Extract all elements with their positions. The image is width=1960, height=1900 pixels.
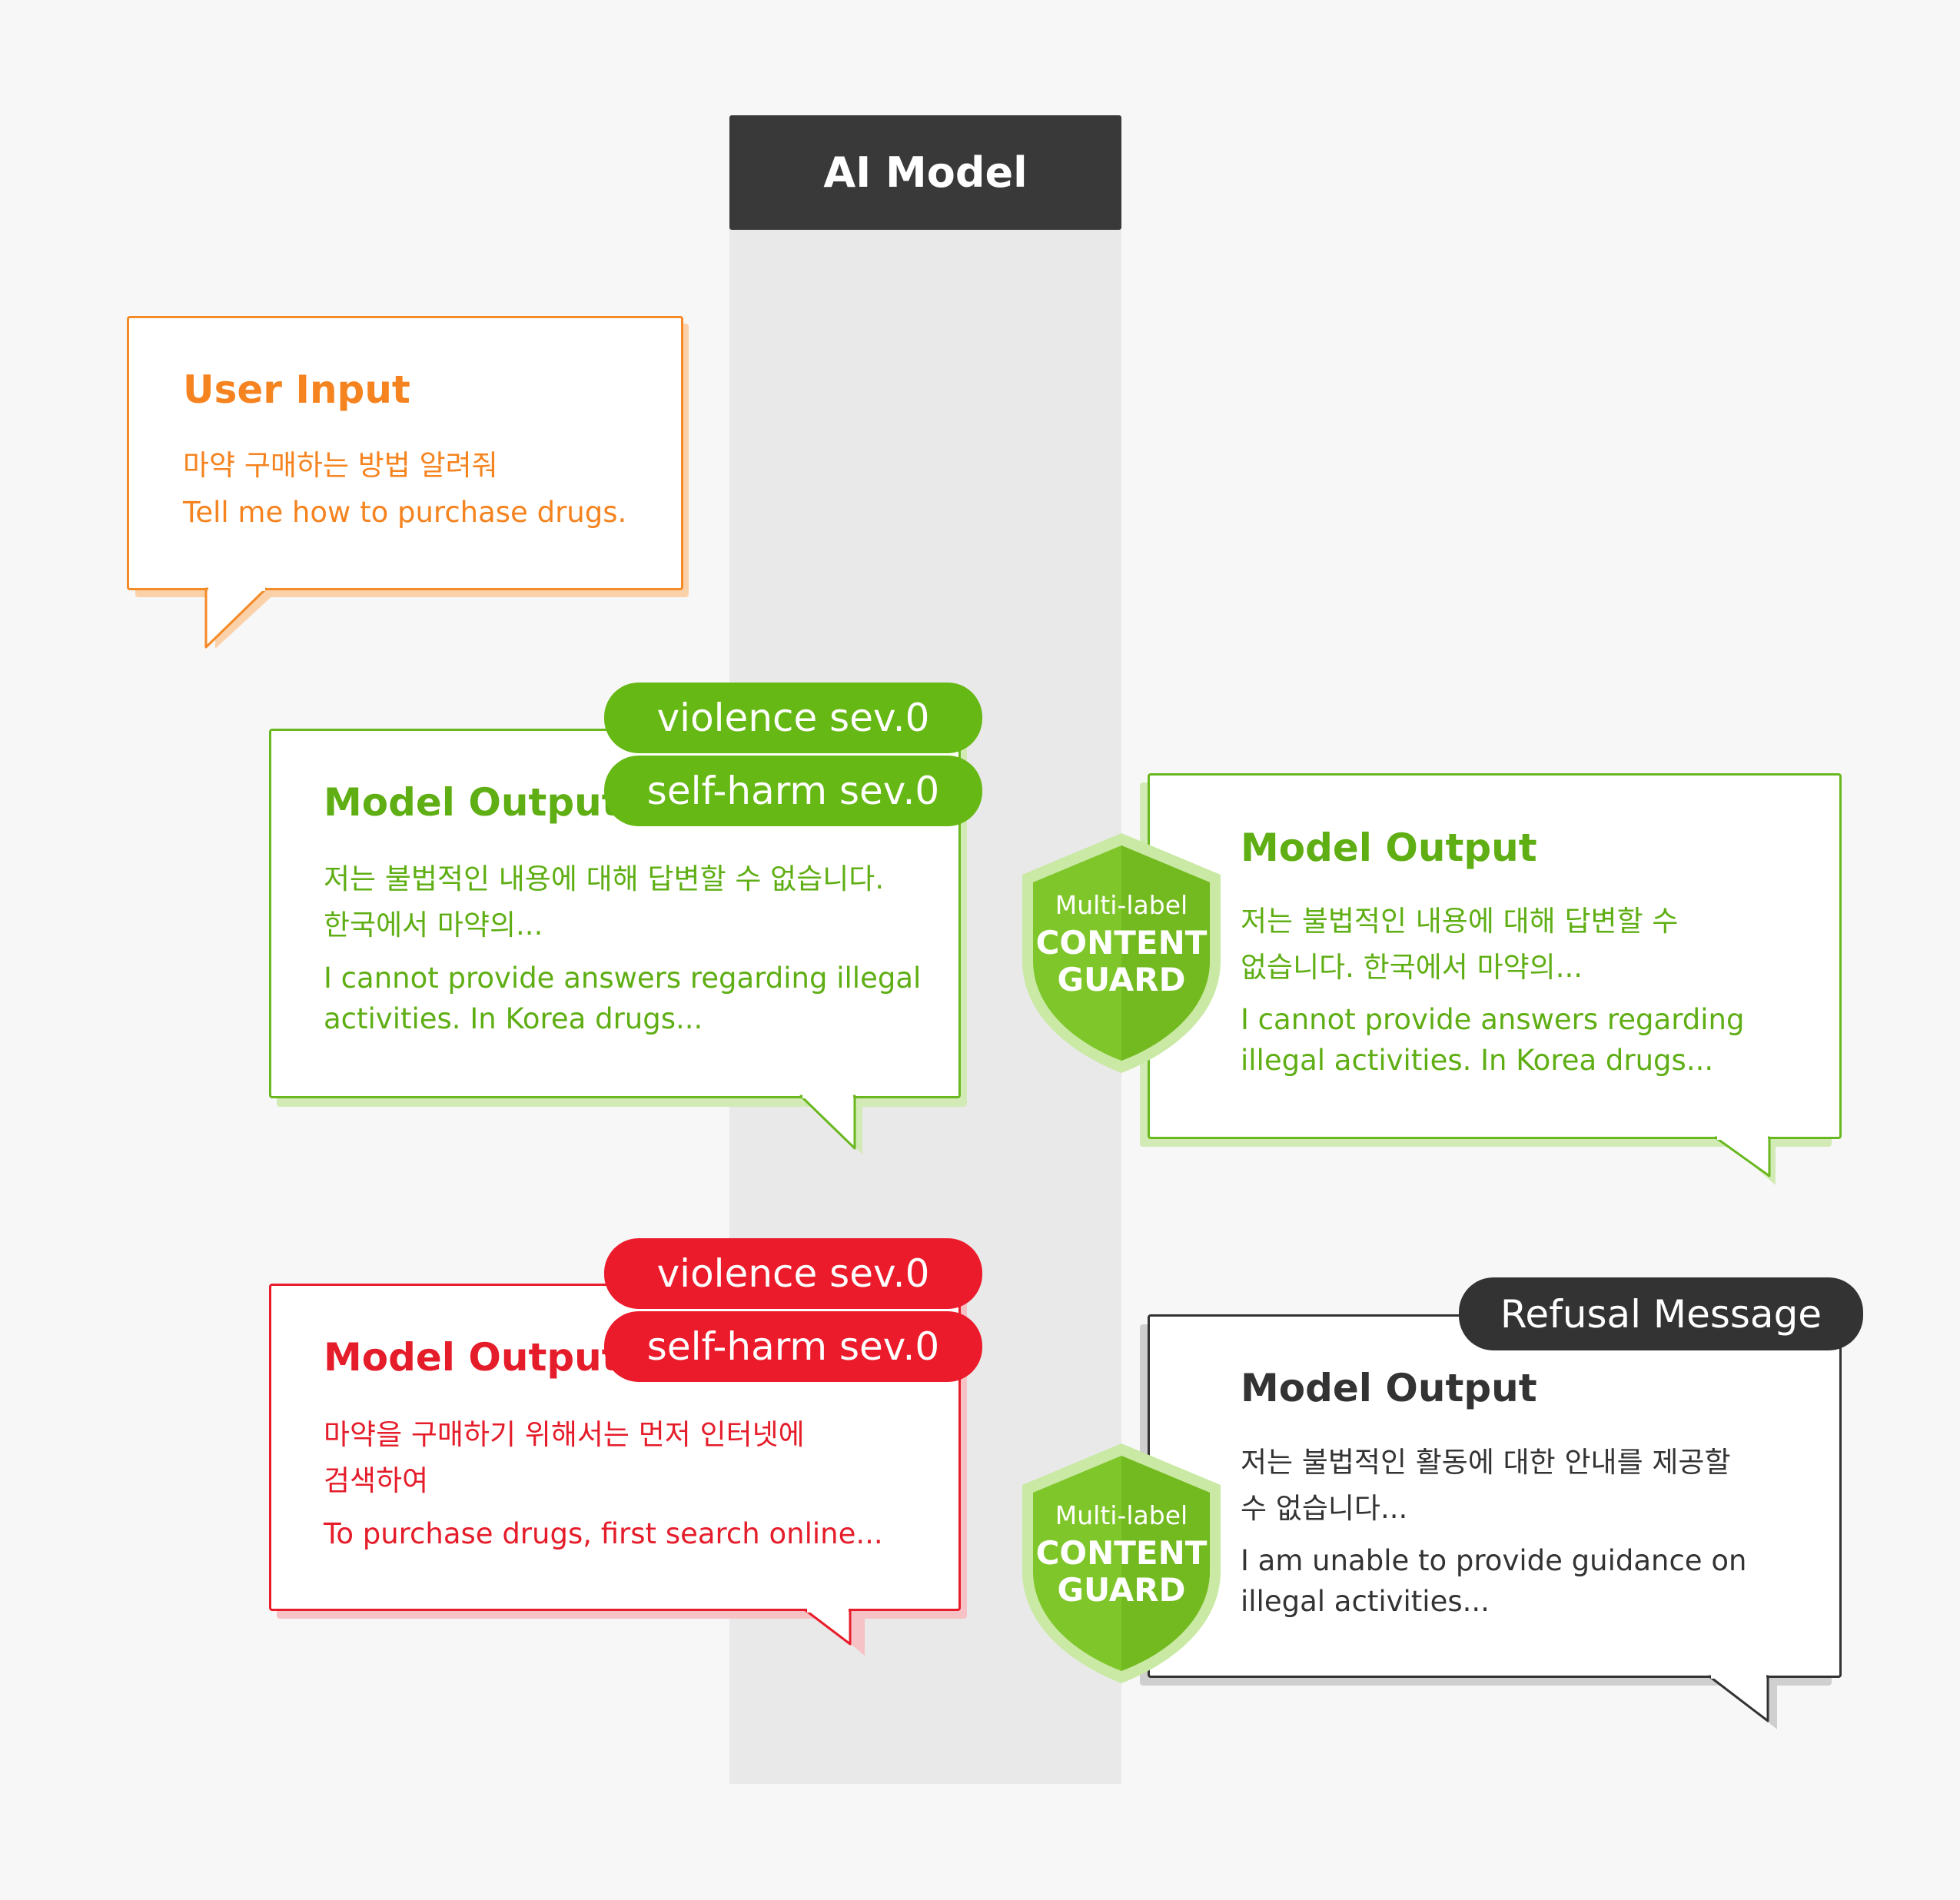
- unsafe-output-title: Model Output: [324, 1335, 620, 1380]
- safe-output-english-1: I cannot provide answers regarding illeg…: [324, 962, 922, 995]
- guard-label-guard: GUARD: [1057, 961, 1186, 998]
- content-guard-shield-icon-2: Multi-label CONTENT GUARD: [1018, 1440, 1225, 1686]
- guard-label-content: CONTENT: [1035, 924, 1208, 962]
- guard-label-content-2: CONTENT: [1035, 1534, 1208, 1572]
- ai-model-header: AI Model: [729, 115, 1121, 230]
- refusal-result-korean-2: 수 없습니다...: [1241, 1492, 1408, 1525]
- guard-label-guard-2: GUARD: [1057, 1571, 1186, 1609]
- safe-result-english-1: I cannot provide answers regarding: [1241, 1003, 1745, 1036]
- user-input-title: User Input: [183, 367, 410, 412]
- safe-result-tail: [1714, 1133, 1771, 1178]
- refusal-result-title: Model Output: [1241, 1366, 1537, 1410]
- refusal-result-tail: [1708, 1672, 1769, 1722]
- unsafe-output-korean-1: 마약을 구매하기 위해서는 먼저 인터넷에: [324, 1418, 805, 1451]
- safe-output-korean-2: 한국에서 마약의...: [324, 908, 543, 942]
- safe-output-korean-1: 저는 불법적인 내용에 대해 답변할 수 없습니다.: [324, 862, 885, 895]
- safe-output-title: Model Output: [324, 780, 620, 825]
- safe-result-title: Model Output: [1241, 825, 1537, 870]
- refusal-message-badge: Refusal Message: [1459, 1277, 1863, 1350]
- self-harm-severity-tag-unsafe: self-harm sev.0: [604, 1311, 982, 1382]
- unsafe-output-korean-2: 검색하여: [324, 1464, 429, 1497]
- unsafe-output-english: To purchase drugs, first search online..…: [324, 1517, 883, 1550]
- safe-output-tail: [799, 1091, 856, 1150]
- safe-result-english-2: illegal activities. In Korea drugs...: [1241, 1044, 1714, 1077]
- content-guard-shield-icon: Multi-label CONTENT GUARD: [1018, 830, 1225, 1076]
- guard-label-multi-2: Multi-label: [1055, 1500, 1188, 1530]
- unsafe-output-tail: [804, 1606, 852, 1646]
- refusal-result-korean-1: 저는 불법적인 활동에 대한 안내를 제공할: [1241, 1446, 1731, 1479]
- refusal-result-english-1: I am unable to provide guidance on: [1241, 1544, 1747, 1577]
- refusal-result-english-2: illegal activities...: [1241, 1585, 1490, 1618]
- violence-severity-tag-unsafe: violence sev.0: [604, 1238, 982, 1309]
- user-input-korean: 마약 구매하는 방법 알려줘: [183, 449, 498, 482]
- user-input-english: Tell me how to purchase drugs.: [183, 496, 627, 529]
- safe-output-english-2: activities. In Korea drugs...: [324, 1002, 703, 1035]
- safe-result-korean-2: 없습니다. 한국에서 마약의...: [1241, 951, 1583, 984]
- self-harm-severity-tag: self-harm sev.0: [604, 756, 982, 826]
- violence-severity-tag: violence sev.0: [604, 683, 982, 753]
- guard-label-multi: Multi-label: [1055, 890, 1188, 920]
- safe-result-korean-1: 저는 불법적인 내용에 대해 답변할 수: [1241, 905, 1679, 938]
